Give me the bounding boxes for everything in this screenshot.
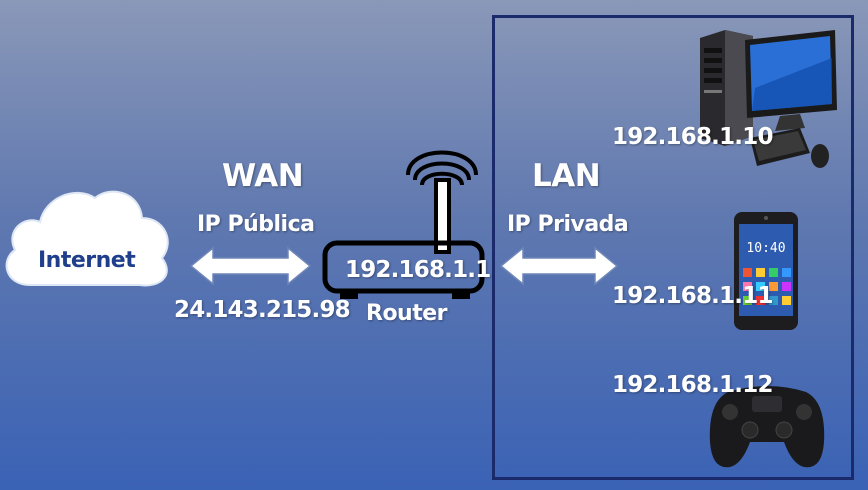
wan-ip: 24.143.215.98 bbox=[174, 297, 351, 323]
router-label: Router bbox=[366, 301, 448, 326]
gamepad-icon bbox=[709, 386, 825, 468]
console-ip: 192.168.1.12 bbox=[612, 372, 773, 398]
router-icon bbox=[322, 150, 485, 299]
wan-ip-type: IP Pública bbox=[197, 212, 315, 237]
lan-double-arrow bbox=[499, 246, 619, 286]
router-ip: 192.168.1.1 bbox=[345, 257, 491, 283]
wan-title: WAN bbox=[222, 158, 304, 194]
desktop-computer-icon bbox=[700, 30, 837, 168]
internet-label: Internet bbox=[38, 248, 136, 273]
wan-double-arrow bbox=[189, 246, 312, 286]
phone-clock: 10:40 bbox=[746, 241, 785, 256]
cloud-icon bbox=[5, 190, 169, 287]
phone-ip: 192.168.1.11 bbox=[612, 283, 773, 309]
pc-ip: 192.168.1.10 bbox=[612, 124, 773, 150]
smartphone-icon: 10:40 bbox=[734, 212, 798, 330]
lan-ip-type: IP Privada bbox=[507, 212, 629, 237]
lan-title: LAN bbox=[532, 158, 601, 194]
lan-boundary bbox=[492, 15, 854, 480]
